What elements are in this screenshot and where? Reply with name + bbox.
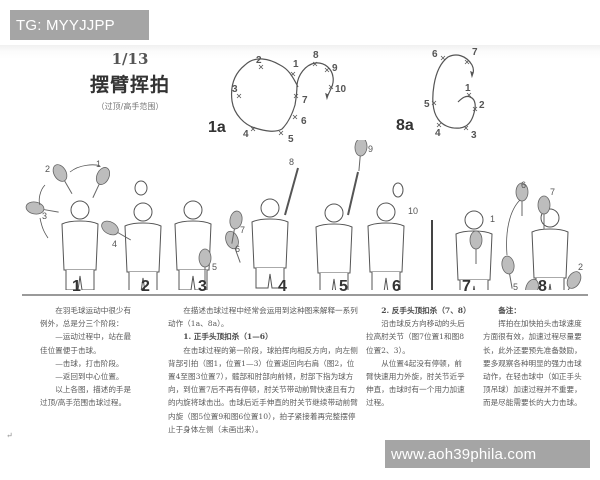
figure-number-6: 6	[392, 278, 401, 295]
point-2: 2	[256, 55, 262, 66]
svg-text:5: 5	[513, 282, 518, 290]
figure-number-7: 7	[462, 278, 471, 295]
watermark-bottom-text: www.aoh39phila.com	[391, 445, 537, 463]
figure-number-1: 1	[72, 278, 81, 295]
point-5: 5	[288, 134, 294, 145]
point-9: 9	[332, 63, 338, 74]
text-column-2: 在描述击球过程中经常会运用到这种图来解释一系列动作（1a、8a）。 1. 正手头…	[168, 304, 358, 436]
figure-number-4: 4	[278, 278, 287, 295]
point-4: 4	[435, 128, 441, 139]
point-2: 2	[479, 100, 485, 111]
scanned-page: 1/13 摆臂挥拍 （过顶/高手范围） 1 2 3 4 5 6	[0, 45, 600, 440]
svg-text:9: 9	[368, 144, 373, 154]
figure-2-drawing: 4	[98, 180, 162, 290]
watermark-top-text: TG: MYYJJPP	[16, 16, 115, 34]
section-heading: 2. 反手头顶扣杀（7、8）	[381, 306, 471, 315]
figure-number-3: 3	[198, 278, 207, 295]
figure-7-drawing: 1	[455, 210, 495, 290]
paragraph: —击球，打击阶段。	[55, 358, 124, 368]
trajectory-diagram-1a: 1 2 3 4 5 6 7 8 9 10	[230, 50, 347, 145]
paragraph: 在描述击球过程中经常会运用到这种图来解释一系列动作（1a、8a）。	[168, 306, 358, 329]
figure-number-2: 2	[141, 278, 150, 295]
diagram-label-8a: 8a	[396, 117, 414, 134]
text-column-1: 在羽毛球运动中很少有例外，总是分三个阶段： —运动过程中，站在最佳位置便于击球。…	[40, 304, 138, 410]
diagram-label-1a: 1a	[208, 119, 226, 136]
page-corner-mark: ↵	[6, 431, 13, 440]
svg-text:1: 1	[490, 214, 495, 224]
title-block: 1/13 摆臂挥拍 （过顶/高手范围）	[88, 50, 172, 112]
figure-1-drawing: 1 2 3	[24, 159, 113, 290]
svg-text:7: 7	[240, 225, 245, 235]
paragraph: 从位置4起没有停顿，前臂快速用力外旋，肘关节近乎伸直，击球时有一个用力加速过程。	[366, 358, 465, 408]
point-7: 7	[302, 95, 308, 106]
point-10: 10	[335, 84, 347, 95]
point-1: 1	[293, 59, 299, 70]
point-1: 1	[465, 83, 471, 94]
point-7: 7	[472, 47, 478, 58]
figure-5-drawing: 9	[315, 140, 373, 290]
point-5: 5	[424, 99, 430, 110]
svg-text:4: 4	[112, 239, 117, 249]
page-number: 1/13	[111, 50, 149, 68]
svg-text:6: 6	[521, 180, 526, 190]
notes-heading: 备注：	[498, 306, 521, 315]
svg-text:3: 3	[42, 211, 47, 221]
page-subtitle: （过顶/高手范围）	[96, 102, 164, 111]
svg-text:2: 2	[578, 262, 583, 272]
paragraph: 沿击球反方向移动的头后拉高肘关节（图7位置1和图8位置2、3）。	[366, 319, 465, 355]
svg-text:8: 8	[289, 157, 294, 167]
point-3: 3	[232, 84, 238, 95]
horizontal-rule	[22, 294, 588, 296]
point-3: 3	[471, 130, 477, 141]
paragraph: 以上各图，描述的手是过顶/高手范围击球过程。	[40, 385, 132, 408]
paragraph: 在击球过程的第一阶段，球拍挥向相反方向，向左侧背部引拍（图1，位置1—3）位置返…	[168, 345, 358, 434]
svg-text:1: 1	[96, 159, 101, 169]
svg-text:10: 10	[408, 206, 418, 216]
paragraph: 在羽毛球运动中很少有例外，总是分三个阶段：	[40, 306, 132, 329]
figures-strip: 1 2 3 4 5 6 7 8 9	[24, 140, 585, 290]
page-title: 摆臂挥拍	[89, 74, 170, 96]
point-8: 8	[313, 50, 319, 61]
figure-4-drawing: 8	[251, 157, 299, 289]
svg-text:5: 5	[212, 262, 217, 272]
trajectory-diagram-8a: 1 2 3 4 5 6 7	[424, 47, 485, 141]
point-6: 6	[432, 49, 438, 60]
figure-number-5: 5	[339, 278, 348, 295]
paragraph: —运动过程中，站在最佳位置便于击球。	[40, 332, 132, 355]
point-4: 4	[243, 129, 249, 140]
paragraph: —返回到中心位置。	[55, 372, 124, 382]
text-column-3: 2. 反手头顶扣杀（7、8） 沿击球反方向移动的头后拉高肘关节（图7位置1和图8…	[366, 304, 471, 410]
figure-8-drawing: 2 3 4 5 6 7	[500, 180, 585, 290]
paragraph: 挥拍在加快拍头击球速度方面很有效，加速过程尽量要长，此外还要预先准备鼓励，要多观…	[483, 319, 582, 408]
text-column-4: 备注： 挥拍在加快拍头击球速度方面很有效，加速过程尽量要长，此外还要预先准备鼓励…	[483, 304, 588, 410]
figure-number-8: 8	[538, 278, 547, 295]
watermark-bottom: www.aoh39phila.com	[385, 440, 590, 468]
svg-text:6: 6	[235, 244, 240, 254]
section-heading: 1. 正手头顶扣杀（1—6）	[183, 332, 273, 342]
point-6: 6	[301, 116, 307, 127]
svg-text:7: 7	[550, 187, 555, 197]
svg-text:2: 2	[45, 164, 50, 174]
figure-3-drawing: 5 6 7	[174, 200, 247, 290]
watermark-top: TG: MYYJJPP	[10, 10, 149, 40]
figure-6-drawing: 10	[367, 182, 418, 290]
